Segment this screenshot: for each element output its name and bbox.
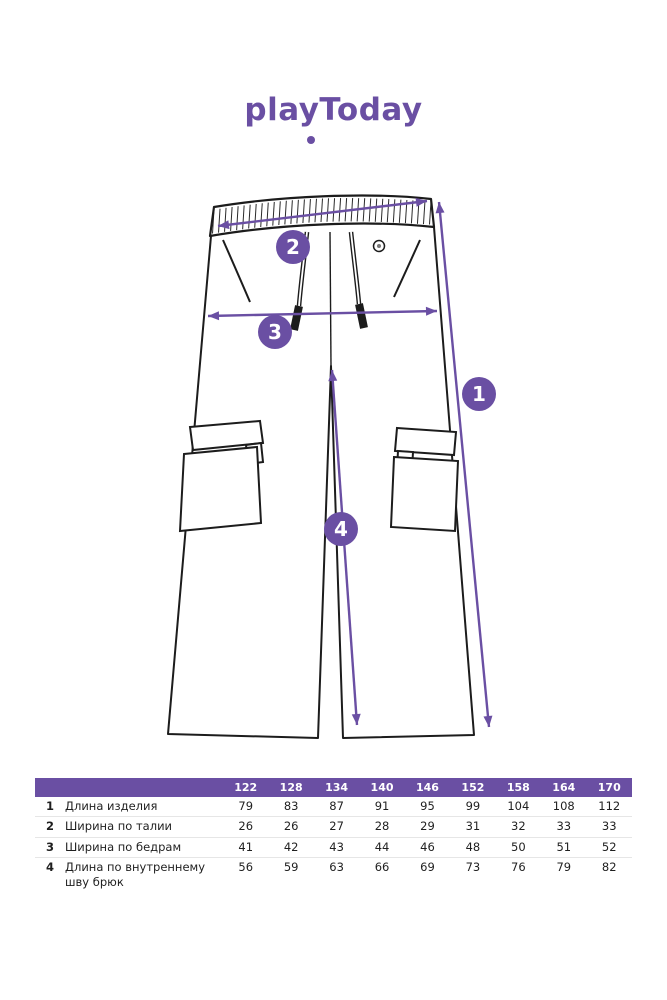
measure-marker-1: 1 — [462, 377, 496, 411]
measure-marker-2: 2 — [276, 230, 310, 264]
header-spacer — [65, 778, 223, 797]
arrowhead — [425, 306, 437, 316]
size-column-header: 152 — [450, 778, 496, 797]
measurement-value: 82 — [601, 860, 617, 875]
arrowhead — [208, 311, 220, 321]
size-column-header: 146 — [404, 778, 451, 797]
size-column-header: 134 — [313, 778, 360, 797]
center-front-seam — [329, 231, 332, 367]
measurement-value: 69 — [420, 860, 435, 875]
measurement-value: 79 — [223, 797, 269, 818]
measurement-value: 42 — [268, 837, 314, 859]
measurement-value: 104 — [495, 797, 542, 818]
arrowhead — [351, 713, 361, 725]
measure-line-4 — [330, 369, 359, 726]
arrowhead — [415, 197, 427, 207]
measurement-value: 66 — [374, 860, 390, 875]
measure-line-1 — [437, 201, 491, 728]
size-column-header: 140 — [359, 778, 405, 797]
measurement-row: 4 Длина по внутреннему шву брюк 56 59 63 66 69… — [35, 858, 632, 892]
measurement-value: 56 — [238, 860, 254, 875]
measurement-value: 51 — [541, 837, 587, 859]
measurement-arrows — [207, 197, 493, 728]
arrowhead — [218, 220, 230, 230]
measurement-value: 76 — [511, 860, 526, 875]
elastic-waistband — [210, 195, 434, 236]
measurement-value: 95 — [404, 797, 451, 818]
header-spacer — [35, 778, 65, 797]
size-column-header: 122 — [223, 778, 269, 797]
measurement-value: 52 — [586, 837, 632, 859]
brand-logo-text: playToday — [244, 92, 423, 128]
left-cargo-pocket — [178, 445, 263, 533]
measurement-value: 50 — [495, 837, 542, 859]
measurement-value: 31 — [450, 816, 496, 838]
measurement-value: 27 — [313, 816, 360, 838]
drawstring-right-aglet — [355, 303, 368, 329]
measurement-number: 1 — [35, 797, 65, 818]
waistband-elastic-hatching — [212, 198, 432, 234]
measurement-value: 112 — [586, 797, 632, 818]
measurement-number: 2 — [35, 816, 65, 838]
measure-marker-3: 3 — [258, 315, 292, 349]
measurement-value: 73 — [465, 860, 481, 875]
left-cargo-flap — [188, 419, 265, 452]
svg-text:1: 1 — [472, 382, 486, 406]
measurement-value: 29 — [404, 816, 451, 838]
svg-text:4: 4 — [334, 517, 348, 541]
measure-marker-4: 4 — [324, 512, 358, 546]
svg-text:2: 2 — [286, 235, 300, 259]
measurement-value: 99 — [450, 797, 496, 818]
measurement-value: 108 — [541, 797, 587, 818]
brand-logo-dot — [306, 136, 315, 144]
measure-line-3 — [207, 309, 438, 318]
measurement-value: 33 — [541, 816, 587, 838]
svg-text:3: 3 — [268, 320, 282, 344]
measurement-value: 26 — [268, 816, 314, 838]
measurement-value: 83 — [268, 797, 314, 818]
arrowhead — [328, 370, 338, 382]
arrowhead — [483, 715, 493, 727]
measurement-value: 26 — [223, 816, 269, 838]
measurement-name: Ширина по бедрам — [65, 837, 223, 859]
right-pocket-opening — [393, 239, 421, 298]
brand-logo: playToday — [0, 92, 667, 144]
measurement-markers: 1 2 3 4 — [258, 230, 496, 546]
measurement-value: 28 — [359, 816, 405, 838]
elastic-waistband-outline — [208, 194, 436, 238]
measurement-number: 4 — [45, 860, 54, 875]
measurement-value: 79 — [556, 860, 572, 875]
arrowhead — [435, 202, 445, 214]
measurement-value: 91 — [359, 797, 405, 818]
pants-technical-drawing: 1 2 3 4 — [167, 194, 496, 739]
measurement-value: 33 — [586, 816, 632, 838]
left-pocket-opening — [222, 239, 251, 303]
measurement-value: 59 — [283, 860, 299, 875]
measurement-value: 48 — [450, 837, 496, 859]
measure-line-2 — [217, 199, 428, 228]
measurement-name: Ширина по талии — [65, 816, 223, 838]
measurement-value: 46 — [404, 837, 451, 859]
size-column-header: 158 — [495, 778, 542, 797]
measurement-value: 32 — [495, 816, 542, 838]
measurement-value: 44 — [359, 837, 405, 859]
measurement-name: Длина по внутреннему шву брюк — [65, 860, 206, 889]
right-cargo-pocket — [389, 455, 460, 533]
measurement-name: Длина изделия — [65, 797, 223, 818]
size-column-header: 128 — [268, 778, 314, 797]
drawstring-left-aglet — [290, 305, 303, 331]
measurement-value: 87 — [313, 797, 360, 818]
measurement-number: 3 — [35, 837, 65, 859]
measurement-value: 43 — [313, 837, 360, 859]
size-column-header: 164 — [541, 778, 587, 797]
measurement-value: 41 — [223, 837, 269, 859]
measurement-value: 63 — [329, 860, 344, 875]
size-column-header: 170 — [586, 778, 632, 797]
right-cargo-flap — [393, 426, 458, 457]
